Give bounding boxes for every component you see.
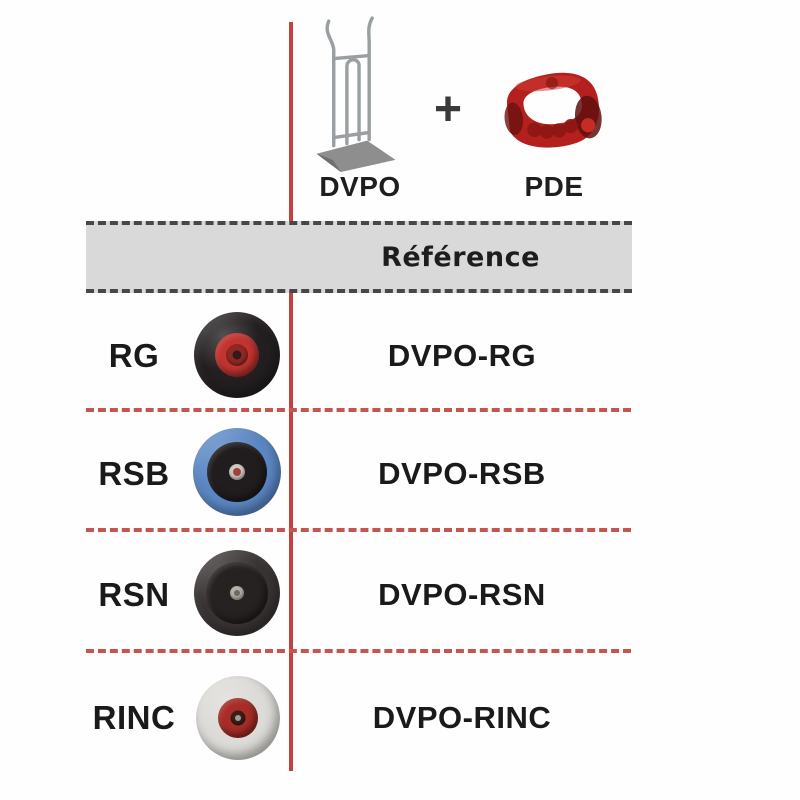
row-reference-rg: DVPO-RG	[387, 338, 537, 373]
row-code-rinc: RINC	[92, 699, 176, 736]
row-code-rsn: RSN	[98, 576, 170, 613]
product-label-dvpo: DVPO	[319, 171, 401, 202]
product-label-pde: PDE	[524, 171, 584, 202]
reference-header-label: Référence	[381, 241, 540, 273]
handle-grip-icon	[504, 72, 602, 148]
vertical-red-divider	[289, 22, 293, 771]
hand-truck-icon	[316, 16, 396, 172]
plus-sign: +	[433, 83, 463, 136]
wheel-image-rg	[194, 312, 280, 398]
wheel-axle	[234, 590, 240, 596]
wheel-image-rinc	[196, 676, 280, 760]
wheel-axle	[232, 350, 242, 360]
row-reference-rsb: DVPO-RSB	[378, 456, 546, 491]
row-code-rsb: RSB	[98, 455, 170, 492]
row-separator	[86, 649, 631, 653]
row-reference-rsn: DVPO-RSN	[378, 577, 546, 612]
row-reference-rinc: DVPO-RINC	[372, 700, 552, 735]
row-separator	[86, 408, 631, 412]
wheel-image-rsn	[194, 550, 280, 636]
wheel-axle	[235, 715, 241, 721]
row-code-rg: RG	[108, 337, 160, 374]
reference-header-band: Référence	[86, 221, 632, 293]
row-separator	[86, 528, 631, 532]
wheel-image-rsb	[193, 428, 281, 516]
wheel-axle	[233, 468, 241, 476]
